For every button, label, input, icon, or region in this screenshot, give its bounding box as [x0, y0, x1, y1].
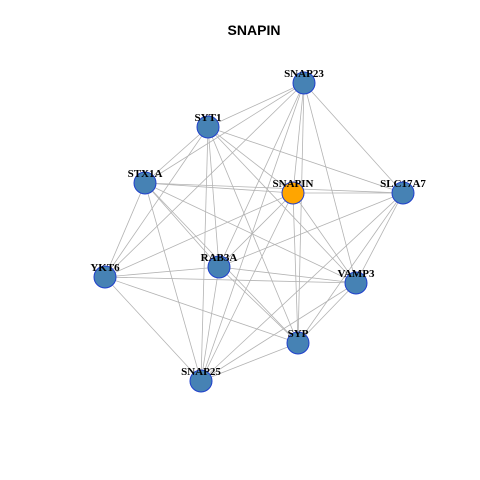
edge-syt1-ykt6: [104, 126, 209, 278]
edge-syt1-slc17a7: [207, 126, 404, 194]
node-syp: [286, 331, 310, 355]
node-rab3a: [207, 255, 231, 279]
node-ykt6: [93, 265, 117, 289]
node-label-snap23: SNAP23: [284, 68, 324, 80]
edge-snapin-rab3a: [218, 192, 294, 268]
node-label-vamp3: VAMP3: [337, 268, 375, 280]
edge-stx1a-slc17a7: [144, 182, 404, 194]
node-label-slc17a7: SLC17A7: [380, 178, 426, 190]
edge-snap23-snapin: [292, 82, 305, 194]
edge-snap23-slc17a7: [303, 82, 404, 194]
node-label-rab3a: RAB3A: [201, 252, 238, 264]
edge-vamp3-syp: [297, 282, 357, 344]
node-label-stx1a: STX1A: [128, 168, 163, 180]
edge-syp-snap25: [200, 342, 299, 382]
node-snapin: [281, 181, 305, 205]
node-snap25: [189, 369, 213, 393]
edge-snap23-syp: [297, 82, 305, 344]
diagram-title: SNAPIN: [228, 22, 281, 38]
edge-layer: [104, 82, 404, 382]
node-stx1a: [133, 171, 157, 195]
edge-ykt6-vamp3: [104, 276, 357, 284]
edge-syt1-snap25: [200, 126, 209, 382]
edge-ykt6-snap25: [104, 276, 202, 382]
edge-slc17a7-syp: [297, 192, 404, 344]
node-syt1: [196, 115, 220, 139]
edge-syt1-syp: [207, 126, 299, 344]
node-snap23: [292, 71, 316, 95]
edge-stx1a-snapin: [144, 182, 294, 194]
edge-snapin-syp: [292, 192, 299, 344]
edge-syt1-rab3a: [207, 126, 220, 268]
node-label-syp: SYP: [288, 328, 309, 340]
edge-stx1a-ykt6: [104, 182, 146, 278]
edge-stx1a-vamp3: [144, 182, 357, 284]
edge-stx1a-snap25: [144, 182, 202, 382]
edge-vamp3-snap25: [200, 282, 357, 382]
edge-syt1-vamp3: [207, 126, 357, 284]
edge-snap23-ykt6: [104, 82, 305, 278]
edge-slc17a7-snap25: [200, 192, 404, 382]
node-layer: [93, 71, 415, 393]
edge-syt1-snapin: [207, 126, 294, 194]
edge-snap23-snap25: [200, 82, 305, 382]
edge-slc17a7-rab3a: [218, 192, 404, 268]
edge-snapin-vamp3: [292, 192, 357, 284]
node-label-syt1: SYT1: [195, 112, 222, 124]
edge-snapin-snap25: [200, 192, 294, 382]
node-label-ykt6: YKT6: [90, 262, 120, 274]
edge-snap23-syt1: [207, 82, 305, 128]
edge-rab3a-syp: [218, 266, 299, 344]
edge-snapin-ykt6: [104, 192, 294, 278]
edge-ykt6-syp: [104, 276, 299, 344]
node-label-snap25: SNAP25: [181, 366, 221, 378]
node-label-snapin: SNAPIN: [273, 178, 314, 190]
edge-rab3a-vamp3: [218, 266, 357, 284]
edge-slc17a7-vamp3: [355, 192, 404, 284]
edge-syt1-stx1a: [144, 126, 209, 184]
edge-snap23-rab3a: [218, 82, 305, 268]
edge-ykt6-rab3a: [104, 266, 220, 278]
edge-rab3a-snap25: [200, 266, 220, 382]
node-vamp3: [344, 271, 368, 295]
edge-snap23-vamp3: [303, 82, 357, 284]
node-slc17a7: [391, 181, 415, 205]
edge-stx1a-rab3a: [144, 182, 220, 268]
